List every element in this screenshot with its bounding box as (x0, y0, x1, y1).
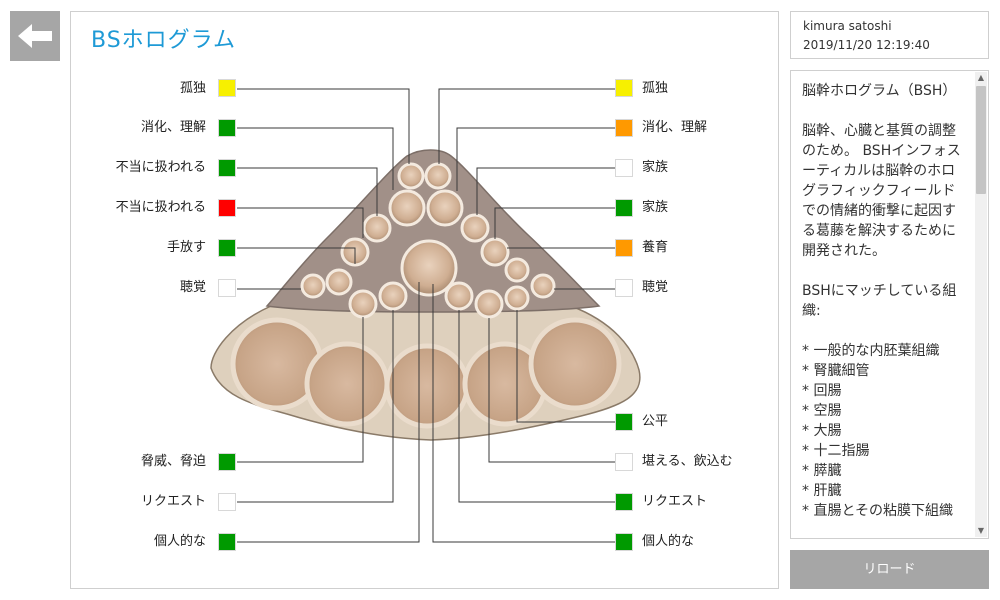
list-item: * 直腸とその粘膜下組織 (802, 503, 954, 519)
description-scrollbar[interactable]: ▲ ▼ (975, 72, 987, 537)
description-title: 脳幹ホログラム（BSH） (802, 83, 957, 99)
right-indicator (615, 413, 633, 431)
right-indicator (615, 199, 633, 217)
user-info: kimura satoshi 2019/11/20 12:19:40 (790, 11, 989, 59)
left-indicator (218, 533, 236, 551)
left-indicator (218, 79, 236, 97)
user-name: kimura satoshi (803, 19, 892, 33)
list-item: * 腎臓細管 (802, 363, 870, 379)
left-indicator (218, 159, 236, 177)
base-cells (230, 317, 622, 429)
page-title: BSホログラム (91, 28, 237, 53)
scroll-thumb[interactable] (976, 86, 986, 194)
list-item: * 十二指腸 (802, 443, 870, 459)
left-label: 消化、理解 (140, 120, 206, 135)
left-label: 脅威、脅迫 (140, 454, 206, 469)
back-button[interactable] (10, 11, 60, 61)
right-indicator (615, 239, 633, 257)
reload-button[interactable]: リロード (790, 550, 989, 589)
right-label: 養育 (642, 240, 669, 255)
right-label: 個人的な (642, 534, 695, 549)
list-item: * 膵臓 (802, 463, 842, 479)
left-label: 孤独 (179, 81, 206, 96)
left-indicator (218, 199, 236, 217)
left-label: 不当に扱われる (115, 200, 206, 215)
left-indicator (218, 279, 236, 297)
list-item: * 回腸 (802, 383, 842, 399)
description-match-title: BSHにマッチしている組織: (802, 283, 957, 319)
list-item: * 一般的な内胚葉組織 (802, 343, 940, 359)
description-content: 脳幹ホログラム（BSH） 脳幹、心臓と基質の調整のため。 BSHインフォスーティ… (791, 71, 974, 538)
right-indicator (615, 119, 633, 137)
right-label: 聴覚 (642, 280, 669, 295)
left-label: 手放す (166, 240, 206, 255)
left-indicator (218, 119, 236, 137)
description-body: 脳幹、心臓と基質の調整のため。 BSHインフォスーティカルは脳幹のホログラフィッ… (802, 123, 961, 259)
right-indicator (615, 279, 633, 297)
right-indicator (615, 453, 633, 471)
arrow-left-icon (18, 24, 52, 48)
right-label: 堪える、飲込む (642, 454, 733, 469)
right-label: 消化、理解 (642, 120, 708, 135)
user-datetime: 2019/11/20 12:19:40 (803, 38, 930, 52)
right-label: 公平 (642, 414, 669, 429)
right-indicator (615, 493, 633, 511)
left-indicator (218, 453, 236, 471)
connector-lines (237, 88, 615, 543)
right-indicator (615, 159, 633, 177)
brainstem-cells (300, 162, 556, 319)
right-label: 家族 (642, 200, 669, 215)
list-item: * 肝臓 (802, 483, 842, 499)
hologram-panel: BSホログラム (70, 11, 779, 589)
description-panel[interactable]: 脳幹ホログラム（BSH） 脳幹、心臓と基質の調整のため。 BSHインフォスーティ… (790, 70, 989, 539)
left-label: 聴覚 (179, 280, 206, 295)
left-label: 個人的な (153, 534, 206, 549)
list-item: * 空腸 (802, 403, 842, 419)
left-label: リクエスト (140, 494, 206, 509)
right-label: リクエスト (642, 494, 708, 509)
left-indicator (218, 239, 236, 257)
left-label: 不当に扱われる (115, 160, 206, 175)
list-item: * 大腸 (802, 423, 842, 439)
right-indicator (615, 79, 633, 97)
left-indicator (218, 493, 236, 511)
triangle-up-icon[interactable]: ▲ (977, 73, 985, 82)
triangle-down-icon[interactable]: ▼ (977, 526, 985, 535)
tissue-list: * 一般的な内胚葉組織 * 腎臓細管 * 回腸 * 空腸 * 大腸 * 十二指腸… (802, 341, 966, 521)
right-label: 家族 (642, 160, 669, 175)
right-label: 孤独 (642, 81, 669, 96)
right-indicator (615, 533, 633, 551)
brainstem-diagram (210, 88, 641, 543)
